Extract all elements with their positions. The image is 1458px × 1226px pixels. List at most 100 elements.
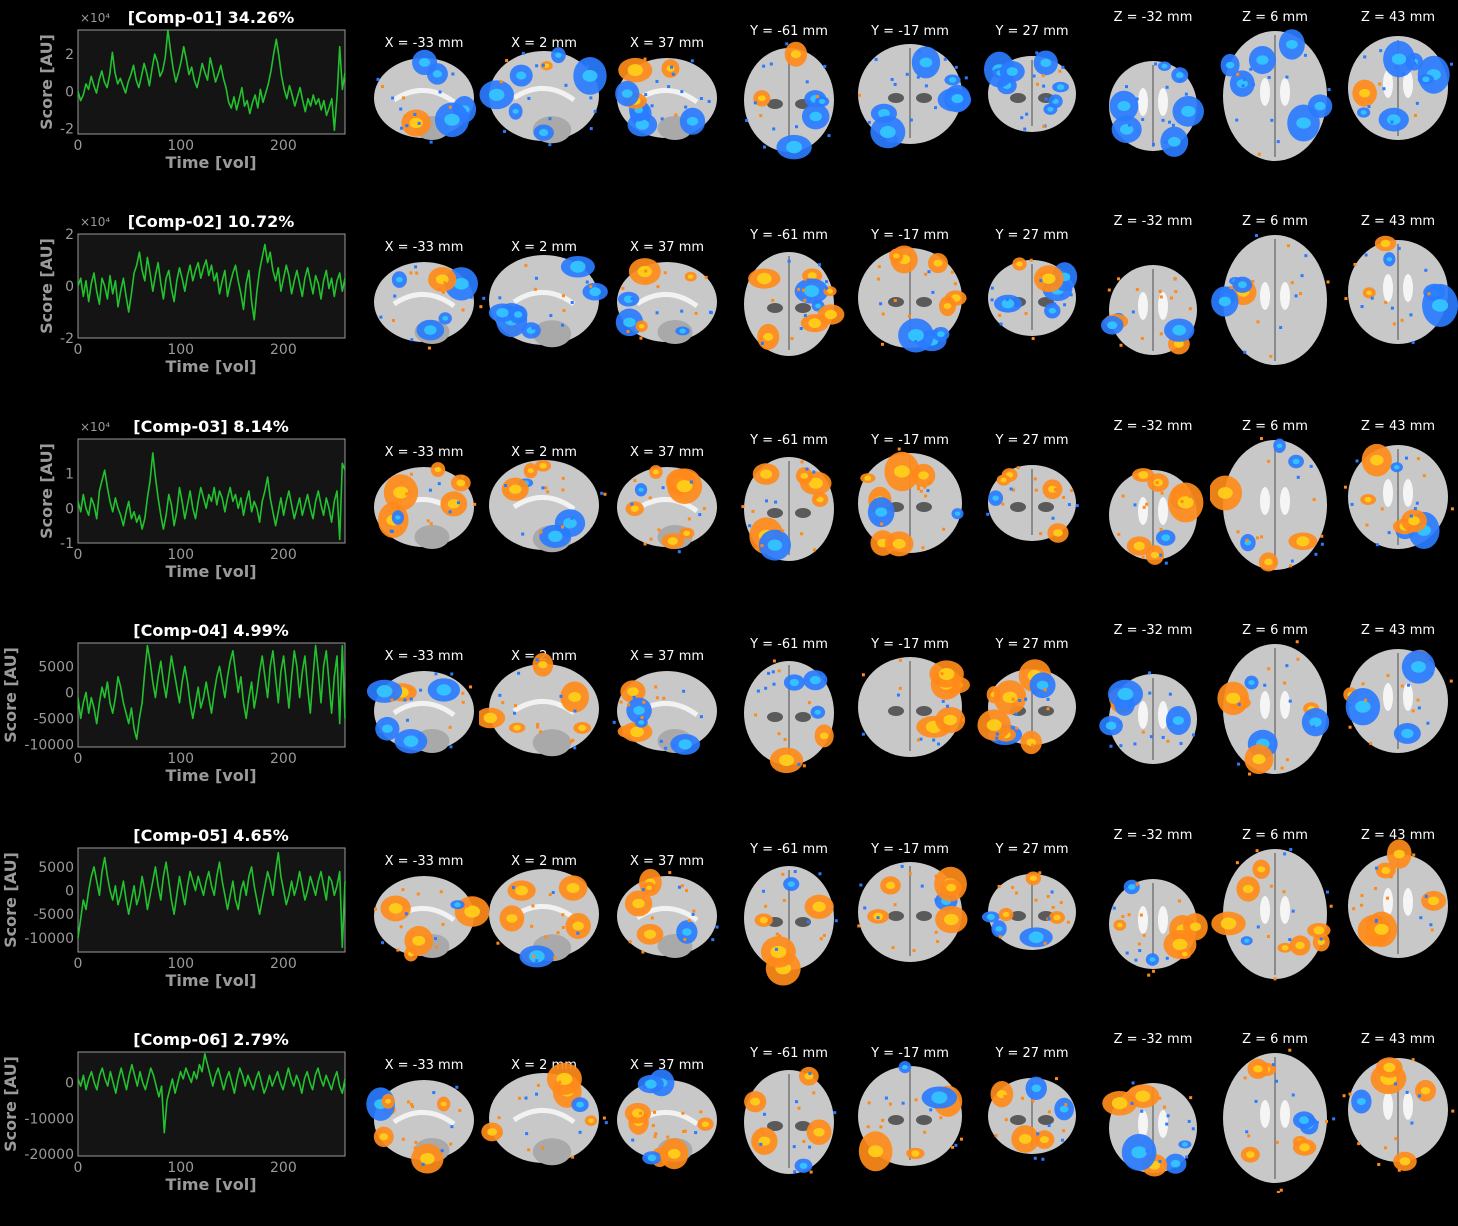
slice-coordinate-label: Y = -61 mm <box>750 637 828 652</box>
brain-slice-cor <box>858 1060 963 1172</box>
timecourse-line <box>77 243 346 321</box>
slice-coordinate-label: Y = -17 mm <box>871 637 949 652</box>
component-title: [Comp-03] 8.14% <box>133 417 288 436</box>
brain-slice-cor <box>858 657 970 757</box>
slice-coordinate-label: Z = 6 mm <box>1242 10 1308 25</box>
brain-slice-ax <box>1343 649 1453 753</box>
brain-slice-sag <box>479 47 607 147</box>
slice-coordinate-label: X = -33 mm <box>384 649 464 664</box>
brain-slice-ax <box>1211 847 1333 981</box>
brain-slice-sag <box>617 1069 717 1170</box>
slice-coordinate-label: Y = 27 mm <box>995 433 1069 448</box>
x-tick-label: 100 <box>167 956 194 972</box>
brain-slice-cor <box>858 447 964 557</box>
x-axis-label: Time [vol] <box>165 971 256 990</box>
slice-coordinate-label: Z = -32 mm <box>1113 419 1193 434</box>
brain-slice-cor <box>988 1076 1076 1161</box>
brain-slice-ax <box>1343 443 1454 549</box>
slice-coordinate-label: Z = -32 mm <box>1113 10 1193 25</box>
brain-slice-sag <box>366 671 474 754</box>
brain-slice-ax <box>1099 671 1197 764</box>
timecourse-line <box>77 851 346 949</box>
plot-area <box>77 438 346 544</box>
slice-coordinate-label: Z = -32 mm <box>1113 828 1193 843</box>
slice-coordinate-label: Y = -61 mm <box>750 228 828 243</box>
brain-slice-sag <box>374 262 483 350</box>
y-multiplier: ×10⁴ <box>80 420 110 434</box>
y-tick-label: -5000 <box>33 711 74 727</box>
x-tick-label: 200 <box>270 956 297 972</box>
brain-slice-cor <box>744 252 845 356</box>
y-tick-label: -2 <box>60 331 74 347</box>
component-title: [Comp-04] 4.99% <box>133 621 288 640</box>
y-tick-label: -5000 <box>33 907 74 923</box>
slice-coordinate-label: Z = -32 mm <box>1113 1032 1193 1047</box>
y-tick-label: 0 <box>65 884 74 900</box>
y-tick-label: 0 <box>65 84 74 100</box>
brain-slice-cor <box>977 659 1076 755</box>
brain-slice-sag <box>374 462 477 549</box>
x-tick-label: 0 <box>74 956 83 972</box>
brain-slice-cor <box>857 862 968 962</box>
brain-slice-cor <box>744 659 834 774</box>
slice-coordinate-label: Y = -61 mm <box>750 433 828 448</box>
x-axis-label: Time [vol] <box>165 562 256 581</box>
y-tick-label: 0 <box>65 685 74 701</box>
brain-slice-cor <box>981 871 1076 950</box>
timecourse-line <box>77 29 346 132</box>
slice-coordinate-label: X = 37 mm <box>629 240 705 255</box>
y-axis-label: Score [AU] <box>1 1056 20 1152</box>
brain-slice-ax <box>1109 879 1208 977</box>
y-tick-label: 0 <box>65 501 74 517</box>
slice-coordinate-label: Z = 43 mm <box>1360 214 1436 229</box>
brain-slice-sag <box>489 869 599 968</box>
brain-slice-sag <box>374 49 477 144</box>
brain-slice-sag <box>479 652 599 757</box>
slice-coordinate-label: X = -33 mm <box>384 1058 464 1073</box>
brain-slice-ax <box>1348 839 1448 958</box>
slice-coordinate-label: X = -33 mm <box>384 36 464 51</box>
slice-coordinate-label: Z = 6 mm <box>1242 419 1308 434</box>
brain-slice-cor <box>986 465 1079 543</box>
brain-slice-ax <box>1342 1057 1455 1172</box>
slice-coordinate-label: X = 37 mm <box>629 854 705 869</box>
slice-coordinate-label: Z = 6 mm <box>1242 214 1308 229</box>
brain-slice-ax <box>1211 234 1330 365</box>
slice-coordinate-label: X = 37 mm <box>629 36 705 51</box>
timecourse-line <box>77 452 346 541</box>
y-tick-label: 2 <box>65 47 74 63</box>
x-axis-label: Time [vol] <box>165 153 256 172</box>
slice-coordinate-label: Y = -17 mm <box>871 24 949 39</box>
y-axis-label: Score [AU] <box>1 852 20 948</box>
brain-slice-ax <box>1223 1048 1336 1193</box>
x-axis-label: Time [vol] <box>165 1175 256 1194</box>
slice-coordinate-label: X = -33 mm <box>384 854 464 869</box>
slice-coordinate-label: Y = 27 mm <box>995 228 1069 243</box>
x-tick-label: 200 <box>270 1160 297 1176</box>
timecourse-line <box>77 1052 346 1134</box>
slice-coordinate-label: Y = 27 mm <box>995 1046 1069 1061</box>
y-tick-label: 0 <box>65 1075 74 1091</box>
slice-coordinate-label: X = 37 mm <box>629 1058 705 1073</box>
brain-slice-sag <box>481 1062 608 1166</box>
x-tick-label: 200 <box>270 342 297 358</box>
slice-coordinate-label: X = 2 mm <box>511 854 577 869</box>
y-tick-label: -10000 <box>24 737 74 753</box>
timecourse-line <box>77 644 346 740</box>
x-tick-label: 200 <box>270 138 297 154</box>
slice-coordinate-label: Y = 27 mm <box>995 637 1069 652</box>
brain-slice-sag <box>612 671 717 755</box>
slice-coordinate-label: Z = 43 mm <box>1360 828 1436 843</box>
brain-slice-cor <box>744 1066 837 1174</box>
slice-coordinate-label: Z = -32 mm <box>1113 623 1193 638</box>
y-tick-label: 5000 <box>38 659 74 675</box>
brain-slice-sag <box>373 876 489 962</box>
y-tick-label: -1 <box>60 536 74 552</box>
x-tick-label: 100 <box>167 751 194 767</box>
slice-coordinate-label: Z = 6 mm <box>1242 1032 1308 1047</box>
y-tick-label: -20000 <box>24 1147 74 1163</box>
